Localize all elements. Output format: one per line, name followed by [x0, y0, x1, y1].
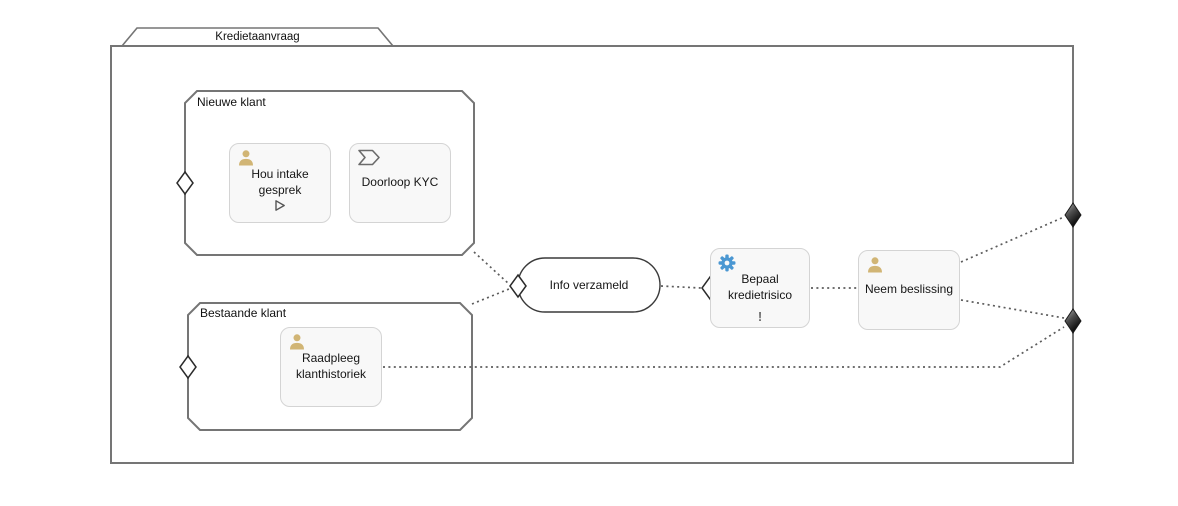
caseplan-tab[interactable]: [121, 27, 394, 47]
user-icon: [866, 256, 884, 279]
entry-criterion-stage-nieuwe-klant[interactable]: [176, 170, 194, 196]
caseplan-title: Kredietaanvraag: [215, 31, 300, 43]
stage-nieuwe-klant-label: Nieuwe klant: [197, 95, 266, 109]
task-hou-intake-gesprek[interactable]: Hou intake gesprek: [229, 143, 331, 223]
chevron-icon: [357, 149, 381, 171]
gear-icon: [718, 254, 736, 277]
entry-criterion-milestone[interactable]: [509, 273, 527, 299]
user-icon: [288, 333, 306, 356]
task-label: Hou intake gesprek: [251, 167, 309, 197]
task-bepaal-kredietrisico[interactable]: Bepaal kredietrisico !: [710, 248, 810, 328]
milestone-label: Info verzameld: [549, 278, 629, 292]
user-icon: [237, 149, 255, 172]
task-label: Doorloop KYC: [361, 175, 439, 190]
connector-neem-to-exit-bottom[interactable]: [960, 299, 1065, 319]
connector-raadpleeg-to-exit-bottom[interactable]: [383, 326, 1065, 368]
task-label: Neem beslissing: [864, 282, 954, 297]
task-label: Bepaal kredietrisico: [727, 272, 793, 302]
connector-neem-to-exit-top[interactable]: [960, 216, 1065, 263]
entry-criterion-stage-bestaande-klant[interactable]: [179, 354, 197, 380]
stage-bestaande-klant-label: Bestaande klant: [200, 306, 287, 320]
exit-criterion-bottom[interactable]: [1064, 308, 1082, 334]
exit-criterion-top[interactable]: [1064, 202, 1082, 228]
task-doorloop-kyc[interactable]: Doorloop KYC: [349, 143, 451, 223]
manual-activation-icon: [274, 199, 286, 217]
connector-nieuweklant-to-milestone[interactable]: [473, 251, 510, 285]
required-marker: !: [757, 309, 763, 325]
task-raadpleeg-klanthistoriek[interactable]: Raadpleeg klanthistoriek: [280, 327, 382, 407]
connector-milestone-to-bepaal[interactable]: [660, 285, 702, 289]
connector-bestaandeklant-to-milestone[interactable]: [471, 288, 510, 305]
task-neem-beslissing[interactable]: Neem beslissing: [858, 250, 960, 330]
task-label: Raadpleeg klanthistoriek: [295, 351, 367, 381]
